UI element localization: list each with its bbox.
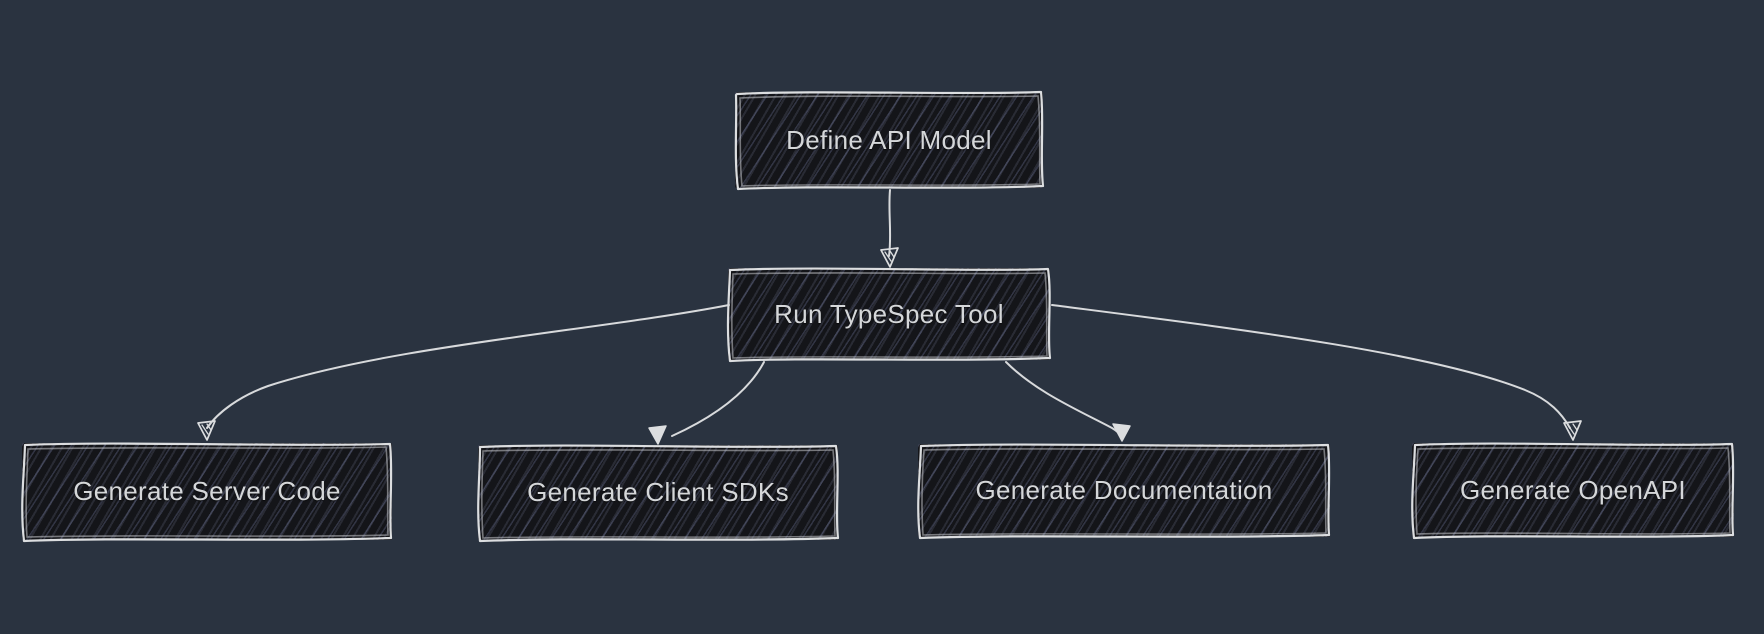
arrowhead-icon	[1112, 423, 1131, 442]
edge-define-to-run	[880, 189, 899, 268]
node-run-typespec-tool: Run TypeSpec Tool	[728, 268, 1050, 360]
arrowhead-icon	[197, 420, 216, 441]
node-label: Run TypeSpec Tool	[774, 298, 1004, 329]
edge-run-to-documentation	[1005, 361, 1131, 442]
node-generate-server-code: Generate Server Code	[22, 443, 392, 540]
node-generate-openapi: Generate OpenAPI	[1412, 443, 1734, 537]
node-label: Generate Documentation	[975, 475, 1273, 505]
node-generate-client-sdks: Generate Client SDKs	[478, 445, 838, 540]
node-label: Generate Server Code	[73, 476, 341, 506]
node-label: Define API Model	[786, 124, 992, 155]
arrowhead-icon	[880, 247, 899, 268]
arrowhead-icon	[1563, 420, 1582, 441]
node-generate-documentation: Generate Documentation	[918, 444, 1330, 537]
node-label: Generate OpenAPI	[1460, 474, 1686, 505]
edge-run-to-openapi	[1051, 304, 1582, 441]
edge-run-to-server-code	[197, 304, 730, 441]
edge-run-to-client-sdks	[648, 361, 765, 445]
arrowhead-icon	[648, 425, 667, 445]
node-define-api-model: Define API Model	[735, 92, 1043, 188]
node-label: Generate Client SDKs	[527, 477, 789, 507]
